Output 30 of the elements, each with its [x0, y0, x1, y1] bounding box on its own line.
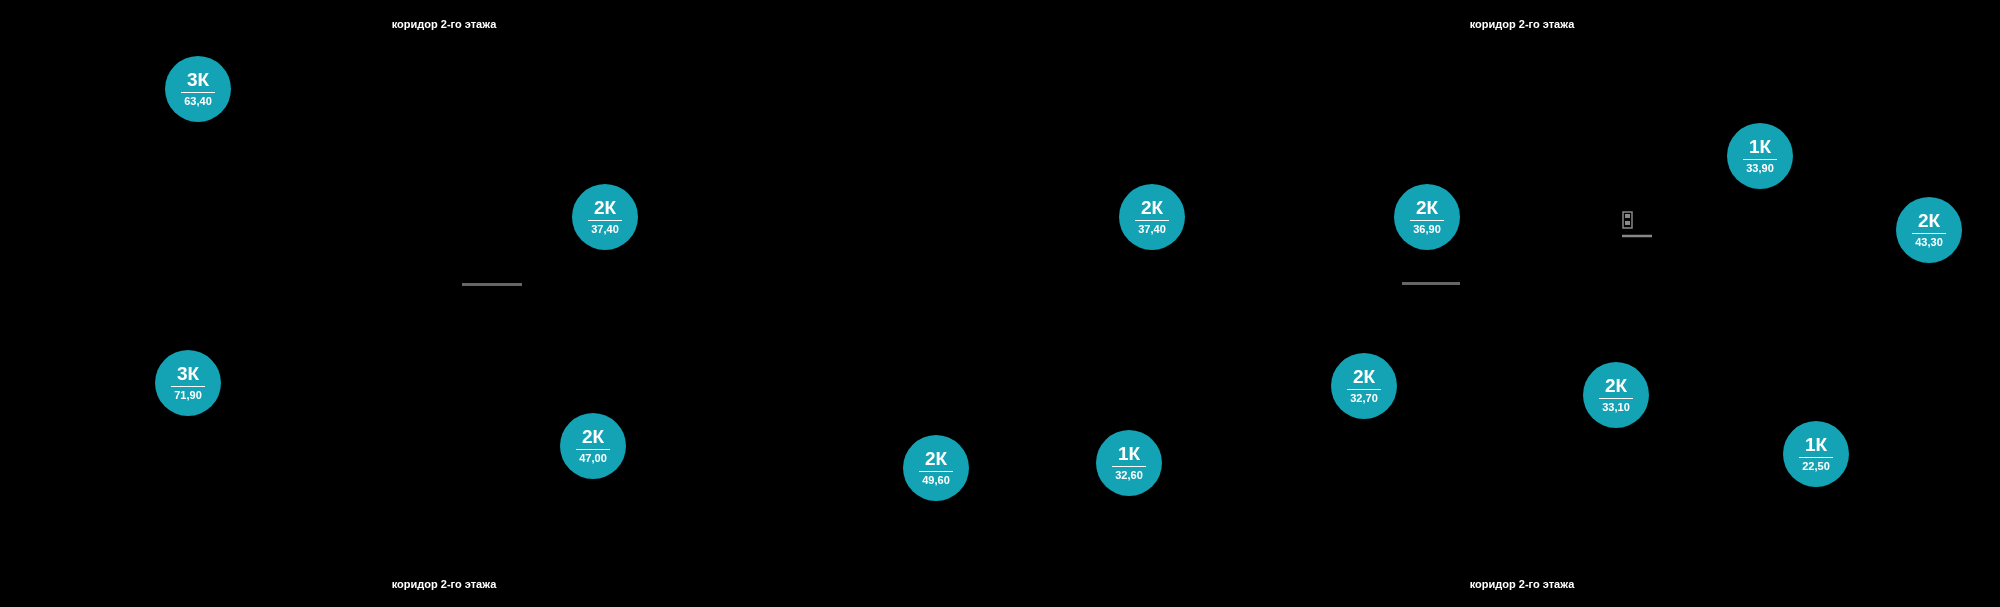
apartment-type: 1К: [1742, 137, 1778, 160]
apartment-area: 71,90: [174, 389, 202, 402]
corridor-label: коридор 2-го этажа: [1469, 578, 1575, 590]
apartment-area: 33,10: [1602, 401, 1630, 414]
apartment-type: 2К: [1346, 367, 1382, 390]
apartment-area: 33,90: [1746, 162, 1774, 175]
apartment-area: 37,40: [1138, 223, 1166, 236]
apartment-area: 43,30: [1915, 236, 1943, 249]
apartment-type: 2К: [918, 449, 954, 472]
apartment-type: 2К: [575, 427, 611, 450]
apartment-area: 63,40: [184, 95, 212, 108]
corridor-label: коридор 2-го этажа: [391, 578, 497, 590]
apartment-type: 2К: [587, 198, 623, 221]
apartment-type: 2К: [1911, 211, 1947, 234]
apartment-area: 49,60: [922, 474, 950, 487]
apartment-area: 32,60: [1115, 469, 1143, 482]
corridor-label: коридор 2-го этажа: [1469, 18, 1575, 30]
apartment-type: 1К: [1111, 444, 1147, 467]
apartment-area: 32,70: [1350, 392, 1378, 405]
apartment-type: 3К: [180, 70, 216, 93]
apartment-area: 47,00: [579, 452, 607, 465]
apartment-area: 22,50: [1802, 460, 1830, 473]
apartment-type: 3К: [170, 364, 206, 387]
apartment-area: 37,40: [591, 223, 619, 236]
apartment-type: 2К: [1409, 198, 1445, 221]
corridor-label: коридор 2-го этажа: [391, 18, 497, 30]
apartment-type: 1К: [1798, 435, 1834, 458]
apartment-type: 2К: [1598, 376, 1634, 399]
apartment-type: 2К: [1134, 198, 1170, 221]
apartment-area: 36,90: [1413, 223, 1441, 236]
